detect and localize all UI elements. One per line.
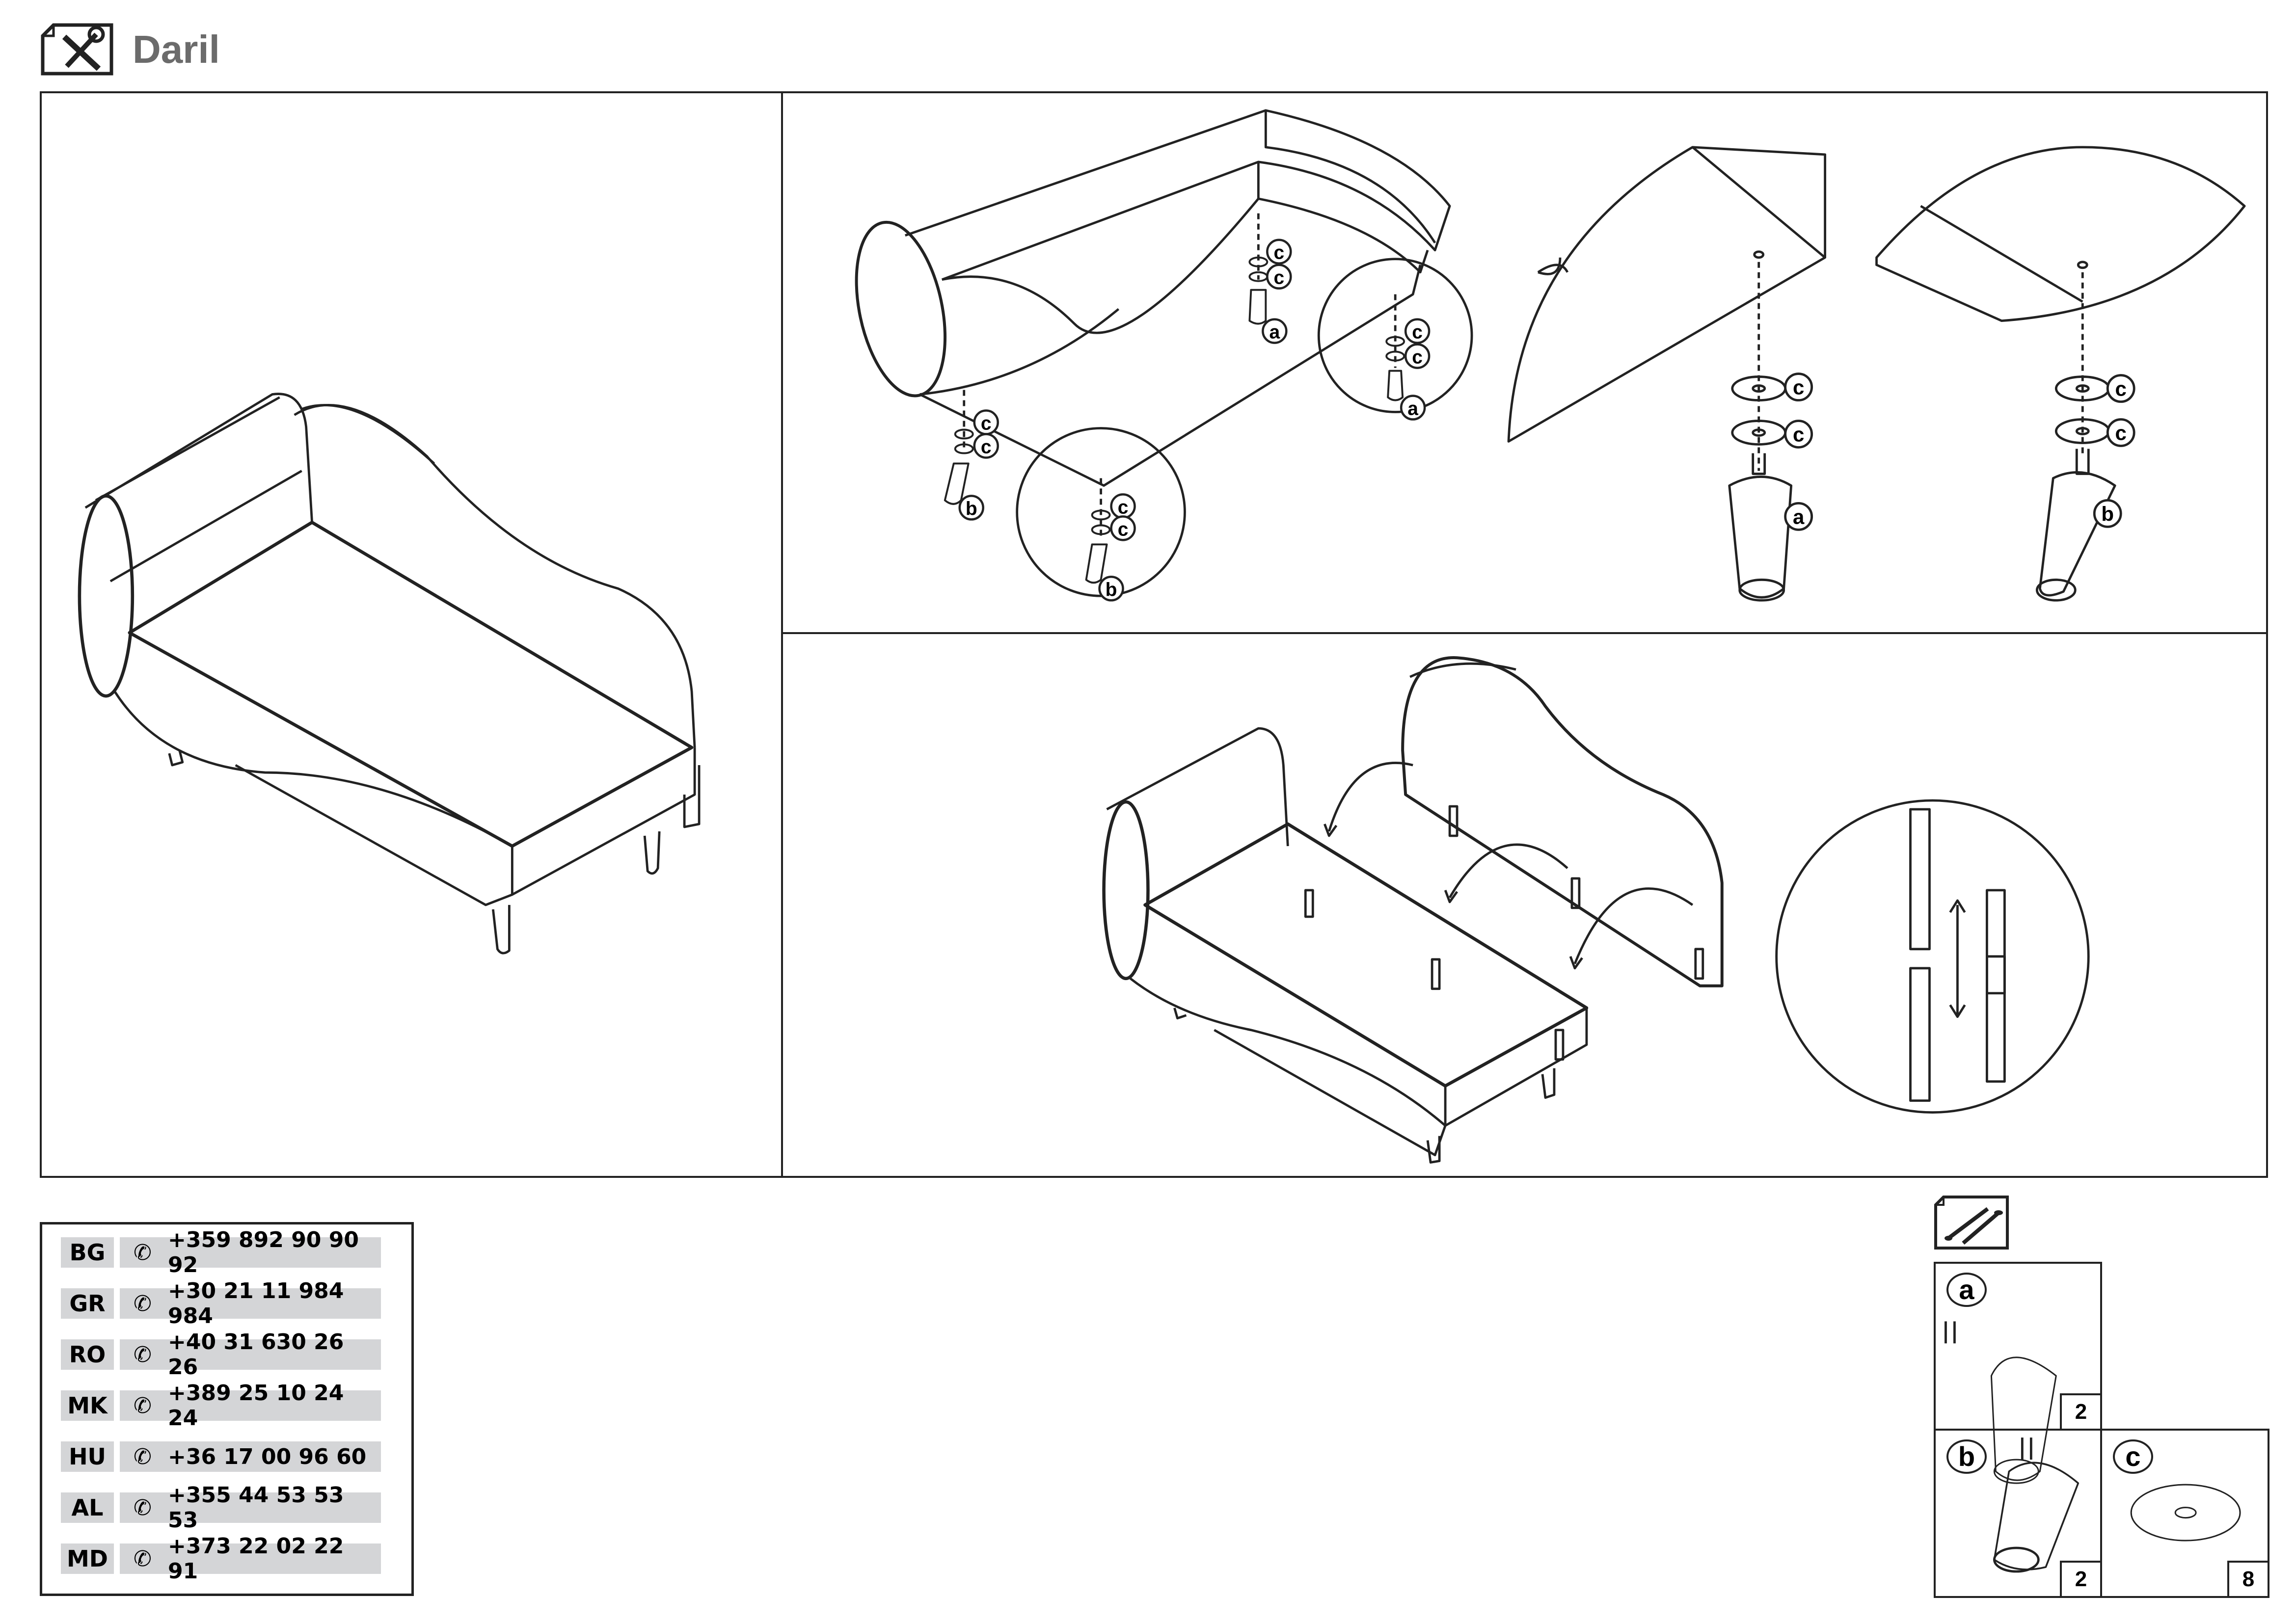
part-quantity: 2 <box>2060 1393 2100 1429</box>
svg-text:c: c <box>1412 347 1423 368</box>
screws-icon <box>1934 1194 2012 1251</box>
phone-number: +389 25 10 24 24 <box>168 1381 344 1431</box>
phone-number: +355 44 53 53 53 <box>168 1483 344 1533</box>
country-code: AL <box>61 1492 114 1523</box>
svg-text:c: c <box>1793 423 1804 446</box>
frame-divider-vertical <box>781 91 783 1178</box>
phone-icon: ✆ <box>134 1291 152 1316</box>
side-panel-assembly-illustration <box>1102 656 2090 1164</box>
callout-b: b <box>966 498 977 519</box>
svg-text:b: b <box>1106 579 1117 600</box>
support-contacts-table: BG ✆ +359 892 90 90 92 GR ✆ +30 21 11 984 98… <box>40 1222 414 1596</box>
washer-c-part-illustration <box>2130 1484 2241 1542</box>
assembled-sofa-illustration <box>78 393 701 955</box>
country-code: RO <box>61 1339 114 1370</box>
contact-row: MK ✆ +389 25 10 24 24 <box>61 1381 381 1431</box>
callout-c: c <box>1273 242 1284 264</box>
leg-b-detail-illustration: c c b <box>1875 146 2246 602</box>
svg-text:c: c <box>2115 377 2127 400</box>
contact-row: AL ✆ +355 44 53 53 53 <box>61 1483 381 1533</box>
part-label: b <box>1946 1439 1987 1474</box>
phone-icon: ✆ <box>134 1240 152 1265</box>
contact-row: MD ✆ +373 22 02 22 91 <box>61 1534 381 1584</box>
phone-number: +40 31 630 26 26 <box>168 1330 344 1380</box>
frame-divider-horizontal <box>782 632 2268 634</box>
svg-text:c: c <box>2115 421 2127 444</box>
svg-text:c: c <box>1118 519 1129 540</box>
phone-icon: ✆ <box>134 1393 152 1418</box>
contact-row: BG ✆ +359 892 90 90 92 <box>61 1227 381 1277</box>
svg-text:c: c <box>1273 267 1284 289</box>
phone-number: +373 22 02 22 91 <box>168 1534 344 1584</box>
phone-number: +30 21 11 984 984 <box>168 1278 344 1329</box>
country-code: MD <box>61 1543 114 1574</box>
phone-icon: ✆ <box>134 1546 152 1571</box>
assembly-frame <box>40 91 2268 1178</box>
part-c-box: c 8 <box>2100 1429 2269 1598</box>
svg-text:a: a <box>1407 399 1418 420</box>
country-code: BG <box>61 1237 114 1268</box>
contact-row: RO ✆ +40 31 630 26 26 <box>61 1330 381 1380</box>
country-code: HU <box>61 1441 114 1472</box>
part-label: c <box>2113 1439 2153 1474</box>
phone-icon: ✆ <box>134 1342 152 1367</box>
svg-text:b: b <box>2101 502 2114 525</box>
phone-icon: ✆ <box>134 1495 152 1520</box>
tools-icon <box>40 22 115 77</box>
phone-number: +359 892 90 90 92 <box>168 1227 359 1277</box>
svg-text:a: a <box>1793 505 1805 528</box>
page-title: Daril <box>133 27 220 71</box>
part-label: a <box>1946 1273 1987 1307</box>
part-a-box: a 2 <box>1934 1262 2102 1431</box>
phone-icon: ✆ <box>134 1444 152 1469</box>
part-b-box: b 2 <box>1934 1429 2102 1598</box>
callout-a: a <box>1269 322 1280 343</box>
contact-row: HU ✆ +36 17 00 96 60 <box>61 1441 381 1472</box>
country-code: GR <box>61 1288 114 1319</box>
country-code: MK <box>61 1390 114 1421</box>
svg-text:c: c <box>1793 376 1804 399</box>
part-quantity: 2 <box>2060 1561 2100 1596</box>
leg-b-part-illustration <box>1993 1437 2080 1573</box>
leg-a-detail-illustration: c c a <box>1507 146 1827 602</box>
svg-text:c: c <box>981 436 992 457</box>
underside-legs-illustration: c c a c c a c c b c c b <box>855 109 1562 602</box>
contact-row: GR ✆ +30 21 11 984 984 <box>61 1278 381 1329</box>
part-quantity: 8 <box>2227 1561 2268 1596</box>
phone-number: +36 17 00 96 60 <box>168 1444 367 1469</box>
svg-text:c: c <box>1118 497 1129 518</box>
svg-text:c: c <box>1412 322 1423 343</box>
svg-text:c: c <box>981 413 992 434</box>
